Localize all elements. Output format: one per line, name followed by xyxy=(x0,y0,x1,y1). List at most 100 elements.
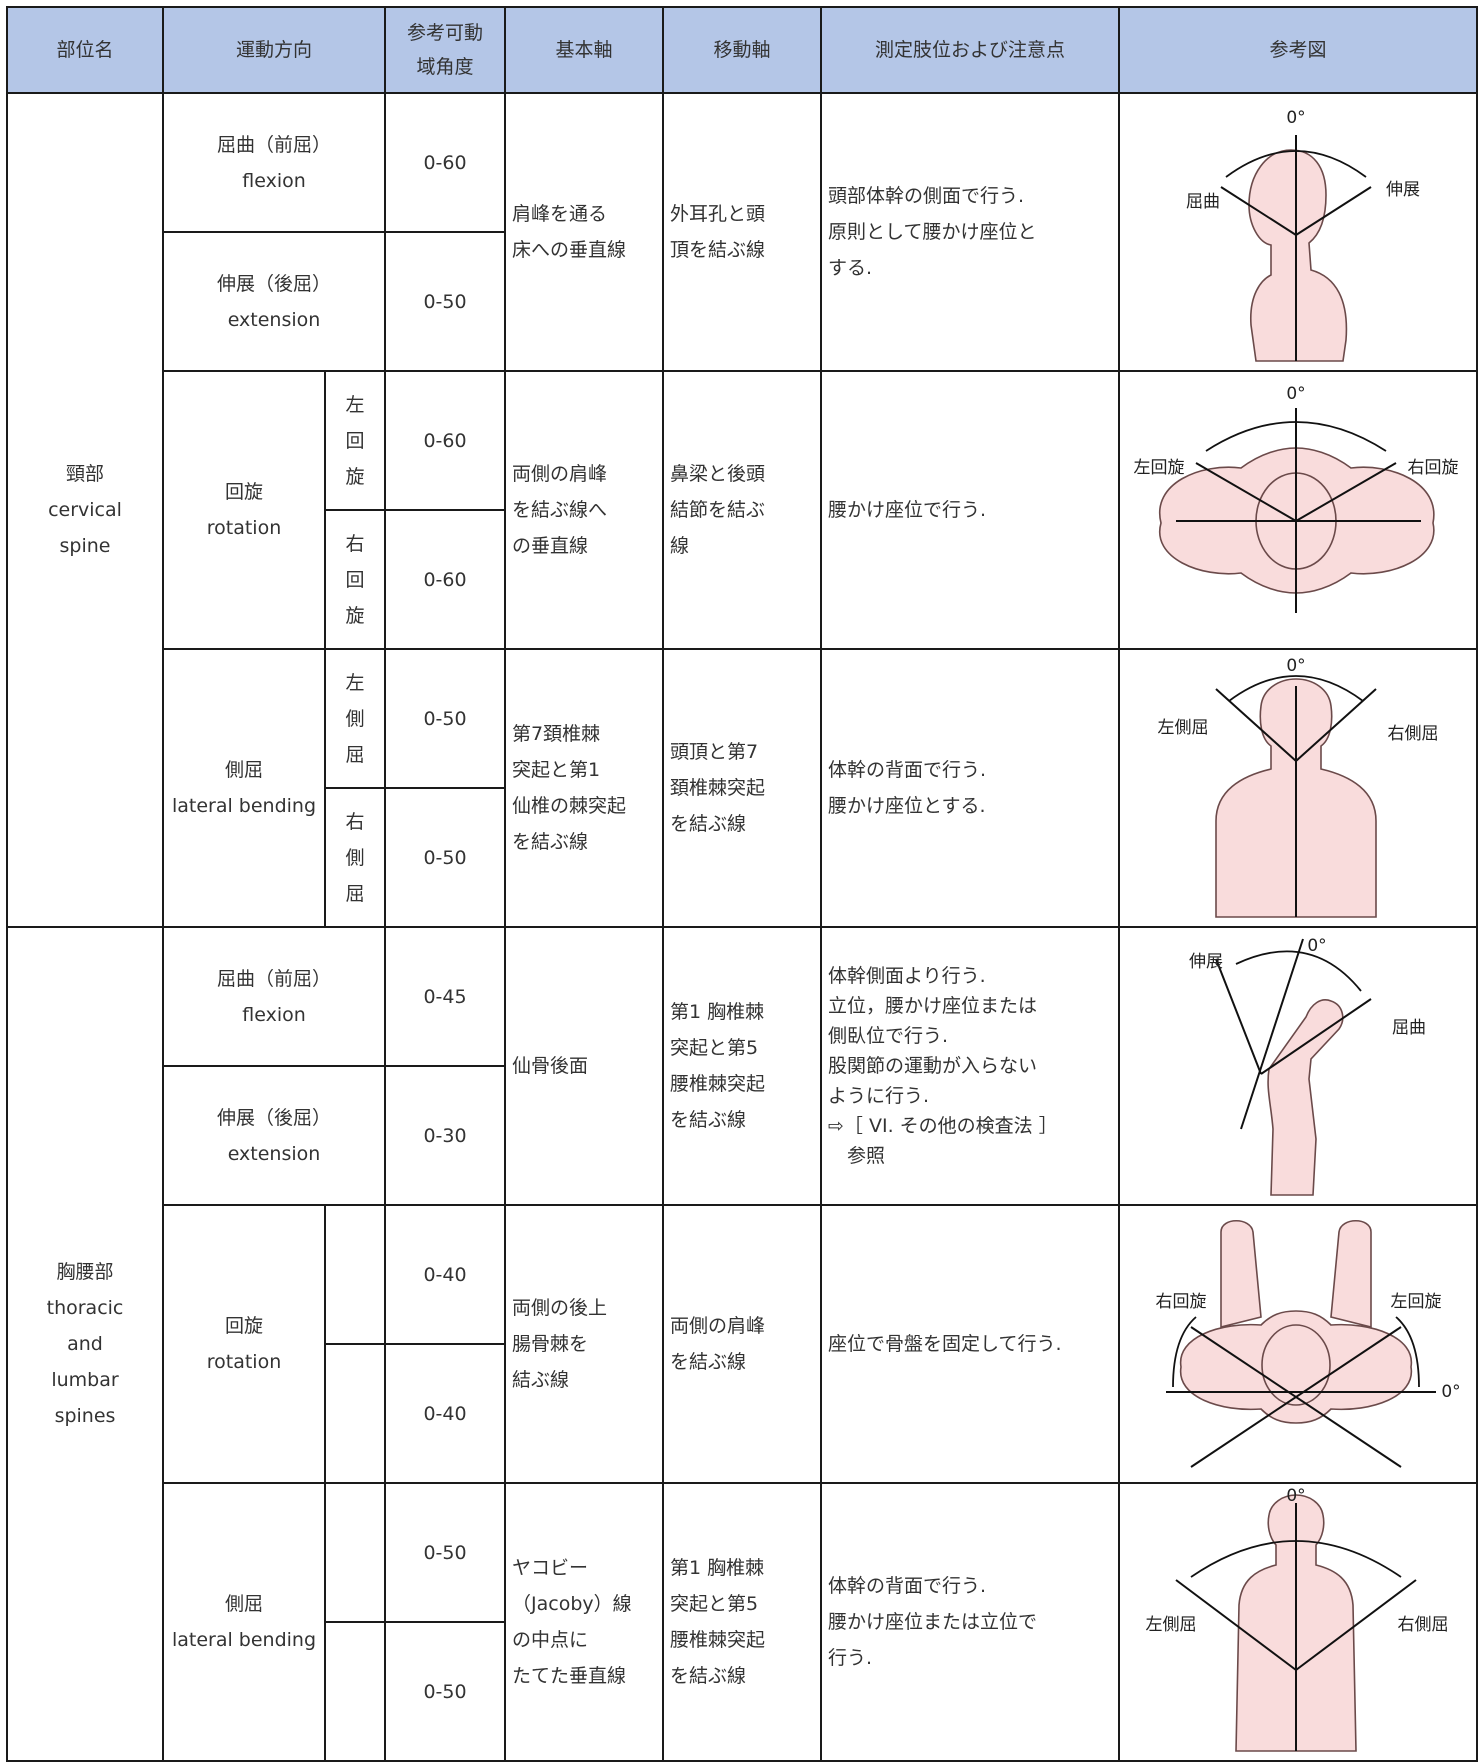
left-rotation-label: 左回旋 xyxy=(1391,1292,1442,1312)
right-arc xyxy=(1172,1316,1197,1388)
angle-arc xyxy=(1235,950,1362,992)
left-rotation-line xyxy=(1190,1326,1402,1468)
thoracic-extension-rom: 0-30 xyxy=(384,1065,507,1206)
flexion-label: 屈曲 xyxy=(1392,1018,1426,1038)
head-side-figure xyxy=(1248,149,1348,362)
left-bend-line xyxy=(1175,1579,1297,1671)
cervical-rotation-left-rom: 0-60 xyxy=(384,370,507,511)
thoracic-fe-notes: 体幹側面より行う. 立位，腰かけ座位または 側臥位で行う. 股関節の運動が入らな… xyxy=(820,926,1121,1206)
neck-flexion-extension-diagram: 0° 屈曲 伸展 xyxy=(1186,108,1420,362)
thoracic-bend-row-1: 側屈 lateral bending 0-50 ヤコビー （Jacoby）線 の… xyxy=(7,1482,1479,1762)
cervical-fe-notes: 頭部体幹の側面で行う. 原則として腰かけ座位と する. xyxy=(820,92,1121,372)
extension-line xyxy=(1295,186,1372,236)
cervical-bend-left-label: 左 側 屈 xyxy=(323,648,387,789)
neck-rotation-diagram: 0° 左回旋 右回旋 xyxy=(1134,384,1459,613)
left-arc xyxy=(1395,1316,1420,1388)
thoracic-bend-label: 側屈 lateral bending xyxy=(162,1482,326,1762)
zero-degree-label: 0° xyxy=(1286,108,1305,128)
cervical-rotation-right-row: 右 回 旋 0-60 xyxy=(7,509,1477,650)
angle-arc xyxy=(1225,150,1367,178)
thoracic-fe-move-axis: 第1 胸椎棘 突起と第5 腰椎棘突起 を結ぶ線 xyxy=(662,926,823,1206)
thoracic-bend-rom-1: 0-50 xyxy=(384,1482,507,1623)
header-part: 部位名 xyxy=(6,6,164,94)
thoracic-extension-row: 伸展（後屈） extension 0-30 xyxy=(7,1065,1477,1206)
thoracic-rotation-label: 回旋 rotation xyxy=(162,1204,326,1484)
zero-degree-label: 0° xyxy=(1441,1382,1460,1402)
neck-lateral-bending-diagram: 0° 左側屈 右側屈 xyxy=(1158,656,1439,918)
thoracic-rotation-sub-2 xyxy=(323,1343,387,1484)
cervical-bend-right-row: 右 側 屈 0-50 xyxy=(7,787,1477,928)
thoracic-bend-figure: 0° 左側屈 右側屈 xyxy=(1118,1482,1479,1762)
flexion-label: 屈曲 xyxy=(1186,192,1220,212)
trunk-flexion-extension-diagram: 0° 伸展 屈曲 xyxy=(1189,936,1426,1196)
cervical-flexion-label: 屈曲（前屈） flexion xyxy=(161,92,387,233)
cervical-fe-move-axis: 外耳孔と頭 頂を結ぶ線 xyxy=(662,92,823,372)
thoracic-bend-row-2: 0-50 xyxy=(7,1621,1477,1762)
header-row: 部位名 運動方向 参考可動 域角度 基本軸 移動軸 測定肢位および注意点 参考図 xyxy=(6,6,1479,94)
left-knee-figure xyxy=(1220,1219,1262,1329)
cervical-flexion-rom: 0-60 xyxy=(384,92,507,233)
zero-axis-line xyxy=(1240,938,1304,1130)
zero-degree-label: 0° xyxy=(1286,384,1305,404)
thoracic-bend-base-axis: ヤコビー （Jacoby）線 の中点に たてた垂直線 xyxy=(504,1482,665,1762)
header-notes: 測定肢位および注意点 xyxy=(820,6,1121,94)
thoracic-rotation-rom-2: 0-40 xyxy=(384,1343,507,1484)
thoracic-rot-notes: 座位で骨盤を固定して行う. xyxy=(820,1204,1121,1484)
cervical-rot-notes: 腰かけ座位で行う. xyxy=(820,370,1121,650)
trunk-rotation-diagram: 右回旋 左回旋 0° xyxy=(1156,1219,1461,1468)
cervical-bend-base-axis: 第7頚椎棘 突起と第1 仙椎の棘突起 を結ぶ線 xyxy=(504,648,665,928)
cervical-rot-base-axis: 両側の肩峰 を結ぶ線へ の垂直線 xyxy=(504,370,665,650)
cervical-bend-figure: 0° 左側屈 右側屈 xyxy=(1118,648,1479,928)
header-motion: 運動方向 xyxy=(161,6,387,94)
left-bend-label: 左側屈 xyxy=(1146,1615,1197,1635)
right-bend-label: 右側屈 xyxy=(1388,724,1439,744)
angle-arc xyxy=(1190,1540,1402,1578)
extension-label: 伸展 xyxy=(1189,952,1223,972)
cervical-bend-notes: 体幹の背面で行う. 腰かけ座位とする. xyxy=(820,648,1121,928)
thoracic-rot-move-axis: 両側の肩峰 を結ぶ線 xyxy=(662,1204,823,1484)
flexion-line xyxy=(1260,998,1372,1075)
cervical-bend-left-row: 側屈 lateral bending 左 側 屈 0-50 第7頚椎棘 突起と第… xyxy=(7,648,1479,928)
bending-figure xyxy=(1267,999,1344,1196)
cervical-rotation-left-row: 回旋 rotation 左 回 旋 0-60 両側の肩峰 を結ぶ線へ の垂直線 … xyxy=(7,370,1479,650)
cervical-rotation-left-label: 左 回 旋 xyxy=(323,370,387,511)
cervical-bend-move-axis: 頭頂と第7 頚椎棘突起 を結ぶ線 xyxy=(662,648,823,928)
trunk-lateral-bending-diagram: 0° 左側屈 右側屈 xyxy=(1146,1486,1449,1752)
cervical-flexion-row: 頸部 cervical spine 屈曲（前屈） flexion 0-60 肩峰… xyxy=(6,92,1479,928)
cervical-bend-label: 側屈 lateral bending xyxy=(162,648,326,928)
thoracic-rotation-row-2: 0-40 xyxy=(7,1343,1477,1484)
thoracic-bend-sub-2 xyxy=(323,1621,387,1762)
angle-arc xyxy=(1205,421,1387,452)
thoracic-extension-label: 伸展（後屈） extension xyxy=(161,1065,387,1206)
thoracic-flexion-row: 胸腰部 thoracic and lumbar spines 屈曲（前屈） fl… xyxy=(6,926,1479,1762)
cervical-extension-row: 伸展（後屈） extension 0-50 xyxy=(7,231,1477,372)
cervical-rotation-label: 回旋 rotation xyxy=(162,370,326,650)
header-base-axis: 基本軸 xyxy=(504,6,665,94)
left-rotation-label: 左回旋 xyxy=(1134,458,1185,478)
zero-degree-label: 0° xyxy=(1286,1486,1305,1506)
thoracic-rot-figure: 右回旋 左回旋 0° xyxy=(1118,1204,1479,1484)
left-rotation-line xyxy=(1195,462,1297,522)
zero-degree-label: 0° xyxy=(1286,656,1305,676)
cervical-bend-left-rom: 0-50 xyxy=(384,648,507,789)
cervical-rotation-right-label: 右 回 旋 xyxy=(323,509,387,650)
right-rotation-line xyxy=(1295,462,1397,522)
thoracic-rotation-sub-1 xyxy=(323,1204,387,1345)
header-rom: 参考可動 域角度 xyxy=(384,6,507,94)
thoracic-flexion-label: 屈曲（前屈） flexion xyxy=(161,926,387,1067)
cervical-fe-base-axis: 肩峰を通る 床への垂直線 xyxy=(504,92,665,372)
thoracic-flexion-rom: 0-45 xyxy=(384,926,507,1067)
cervical-extension-label: 伸展（後屈） extension xyxy=(161,231,387,372)
thoracic-rot-base-axis: 両側の後上 腸骨棘を 結ぶ線 xyxy=(504,1204,665,1484)
angle-arc xyxy=(1228,675,1364,702)
cervical-bend-right-label: 右 側 屈 xyxy=(323,787,387,928)
cervical-fe-figure: 0° 屈曲 伸展 xyxy=(1118,92,1479,372)
zero-degree-label: 0° xyxy=(1307,936,1326,956)
cervical-rotation-right-rom: 0-60 xyxy=(384,509,507,650)
left-bend-label: 左側屈 xyxy=(1158,718,1209,738)
extension-label: 伸展 xyxy=(1386,180,1420,200)
flexion-line xyxy=(1220,186,1297,236)
right-bend-label: 右側屈 xyxy=(1398,1615,1449,1635)
right-rotation-label: 右回旋 xyxy=(1408,458,1459,478)
cervical-part-label: 頸部 cervical spine xyxy=(6,92,164,928)
